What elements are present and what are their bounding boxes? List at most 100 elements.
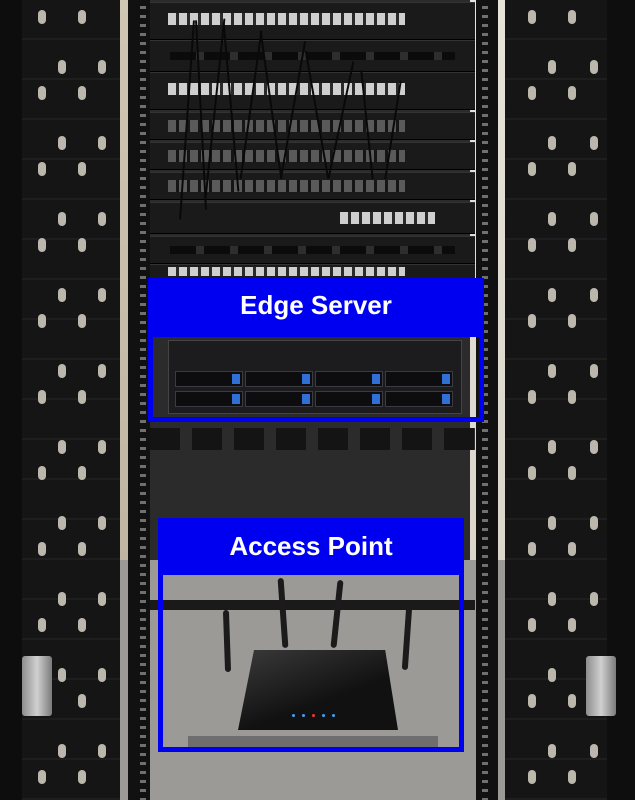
door-perforation bbox=[38, 466, 46, 480]
door-perforation bbox=[548, 288, 556, 302]
cable-manager-1 bbox=[150, 40, 475, 72]
door-perforation bbox=[58, 364, 66, 378]
door-perforation bbox=[78, 694, 86, 708]
rack-post-left bbox=[128, 0, 150, 800]
door-perforation bbox=[38, 770, 46, 784]
patch-panel-2 bbox=[150, 142, 475, 170]
door-perforation bbox=[528, 238, 536, 252]
door-perforation bbox=[38, 390, 46, 404]
door-perforation bbox=[590, 60, 598, 74]
door-perforation bbox=[568, 10, 576, 24]
door-perforation bbox=[528, 618, 536, 632]
patch-panel-3 bbox=[150, 172, 475, 200]
door-perforation bbox=[78, 466, 86, 480]
door-perforation bbox=[528, 694, 536, 708]
door-perforation bbox=[528, 10, 536, 24]
door-perforation bbox=[78, 162, 86, 176]
door-perforation bbox=[38, 314, 46, 328]
edge-server-chassis bbox=[168, 340, 462, 414]
door-perforation bbox=[98, 440, 106, 454]
door-perforation bbox=[98, 288, 106, 302]
wireless-router bbox=[238, 650, 398, 730]
door-perforation bbox=[58, 744, 66, 758]
rack-holes-left bbox=[140, 0, 146, 800]
door-perforation bbox=[548, 440, 556, 454]
access-point-highlight-box bbox=[158, 570, 464, 752]
door-perforation bbox=[98, 212, 106, 226]
edge-server-label: Edge Server bbox=[148, 278, 484, 332]
door-perforation bbox=[78, 542, 86, 556]
door-perforation bbox=[590, 744, 598, 758]
door-perforation bbox=[58, 668, 66, 682]
door-perforation bbox=[38, 10, 46, 24]
door-perforation bbox=[58, 440, 66, 454]
cable-manager-2 bbox=[150, 236, 475, 264]
door-perforation bbox=[548, 668, 556, 682]
door-perforation bbox=[568, 238, 576, 252]
door-perforation bbox=[98, 136, 106, 150]
rack-shelf-2 bbox=[150, 600, 475, 610]
door-perforation bbox=[98, 516, 106, 530]
door-perforation bbox=[590, 364, 598, 378]
door-perforation bbox=[58, 516, 66, 530]
door-perforation bbox=[98, 668, 106, 682]
door-perforation bbox=[528, 770, 536, 784]
door-perforation bbox=[528, 466, 536, 480]
door-perforation bbox=[590, 516, 598, 530]
door-perforation bbox=[98, 364, 106, 378]
door-perforation bbox=[568, 162, 576, 176]
door-perforation bbox=[58, 212, 66, 226]
door-perforation bbox=[568, 694, 576, 708]
switch-3 bbox=[150, 202, 475, 234]
door-perforation bbox=[590, 592, 598, 606]
rack-shelf-1 bbox=[150, 428, 475, 450]
door-perforation bbox=[548, 592, 556, 606]
switch-1 bbox=[150, 2, 475, 40]
door-perforation bbox=[548, 516, 556, 530]
door-perforation bbox=[38, 86, 46, 100]
door-perforation bbox=[98, 592, 106, 606]
door-perforation bbox=[58, 60, 66, 74]
door-perforation bbox=[78, 314, 86, 328]
door-perforation bbox=[568, 390, 576, 404]
door-perforation bbox=[38, 542, 46, 556]
edge-server-highlight-box bbox=[148, 332, 484, 422]
patch-panel-1 bbox=[150, 112, 475, 140]
door-perforation bbox=[58, 592, 66, 606]
door-perforation bbox=[38, 162, 46, 176]
door-perforation bbox=[78, 238, 86, 252]
door-perforation bbox=[528, 162, 536, 176]
door-perforation bbox=[548, 60, 556, 74]
door-perforation bbox=[528, 314, 536, 328]
door-hinge-left bbox=[22, 656, 52, 716]
door-perforation bbox=[590, 136, 598, 150]
door-perforation bbox=[568, 770, 576, 784]
door-perforation bbox=[568, 618, 576, 632]
door-perforation bbox=[78, 10, 86, 24]
door-perforation bbox=[548, 364, 556, 378]
door-perforation bbox=[590, 440, 598, 454]
door-perforation bbox=[568, 542, 576, 556]
door-perforation bbox=[548, 212, 556, 226]
access-point-label: Access Point bbox=[158, 518, 464, 574]
door-perforation bbox=[58, 288, 66, 302]
door-perforation bbox=[58, 136, 66, 150]
bottom-switch bbox=[188, 736, 438, 750]
door-hinge-right bbox=[586, 656, 616, 716]
door-perforation bbox=[78, 618, 86, 632]
door-perforation bbox=[98, 744, 106, 758]
door-perforation bbox=[568, 86, 576, 100]
door-perforation bbox=[78, 390, 86, 404]
door-perforation bbox=[548, 136, 556, 150]
door-perforation bbox=[78, 770, 86, 784]
door-perforation bbox=[528, 390, 536, 404]
door-perforation bbox=[568, 314, 576, 328]
rack-holes-right bbox=[482, 0, 488, 800]
door-perforation bbox=[38, 238, 46, 252]
door-perforation bbox=[98, 60, 106, 74]
door-perforation bbox=[78, 86, 86, 100]
door-perforation bbox=[528, 86, 536, 100]
door-perforation bbox=[590, 288, 598, 302]
cabinet-door-left-edge bbox=[0, 0, 22, 800]
